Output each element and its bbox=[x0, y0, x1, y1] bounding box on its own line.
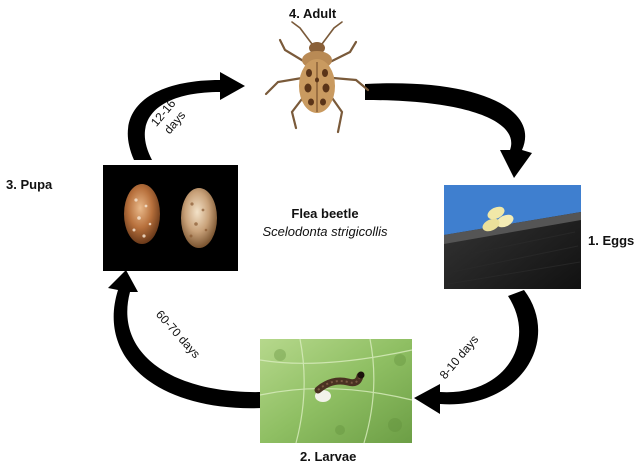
stage-label-eggs: 1. Eggs bbox=[588, 233, 634, 248]
pupa-image bbox=[103, 165, 238, 271]
stage-label-adult: 4. Adult bbox=[289, 6, 336, 21]
arrow-adult-to-eggs bbox=[365, 83, 532, 178]
stage-label-larvae: 2. Larvae bbox=[300, 449, 356, 464]
adult-beetle-image bbox=[266, 22, 368, 132]
larvae-image bbox=[260, 339, 412, 443]
stage-label-pupa: 3. Pupa bbox=[6, 177, 52, 192]
eggs-image bbox=[444, 185, 581, 289]
species-scientific-name: Scelodonta strigicollis bbox=[235, 224, 415, 239]
species-common-name: Flea beetle bbox=[255, 206, 395, 221]
arrow-eggs-to-larvae bbox=[414, 290, 538, 414]
